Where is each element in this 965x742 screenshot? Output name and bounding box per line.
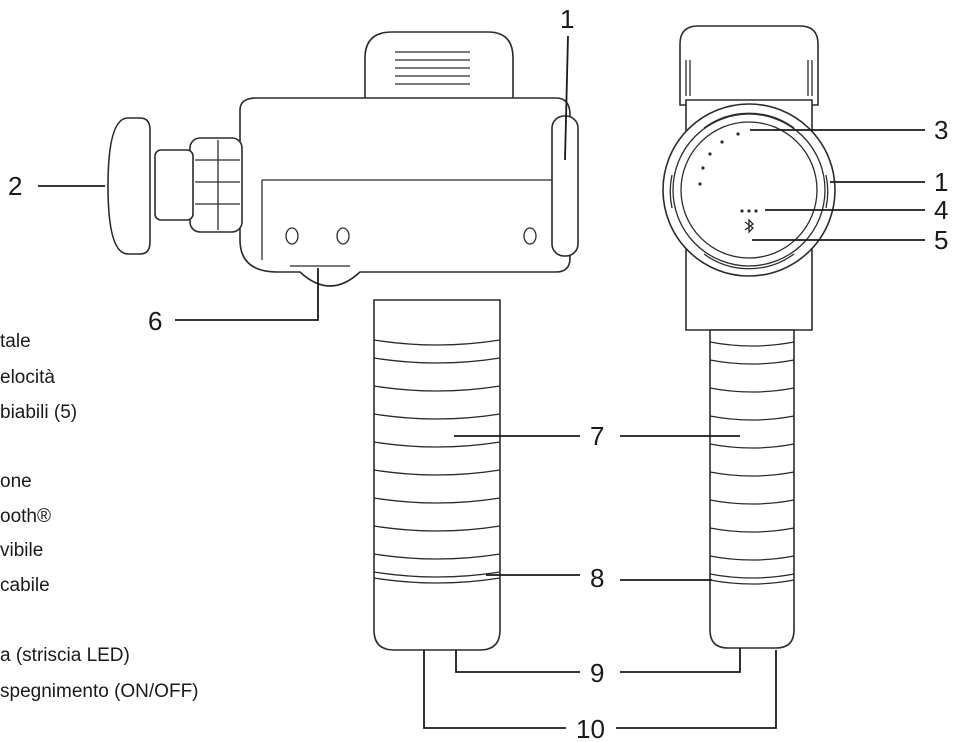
legend-item-2: elocità <box>0 367 55 388</box>
legend-item-9: spegnimento (ON/OFF) <box>0 681 199 702</box>
callout-9: 9 <box>590 658 604 688</box>
callout-5: 5 <box>934 225 948 255</box>
callout-numbers: 1 2 3 1 4 5 6 7 8 9 10 <box>8 4 948 742</box>
leader-lines <box>38 35 925 729</box>
legend-list: tale elocità biabili (5) one ooth® vibil… <box>0 331 199 702</box>
callout-4: 4 <box>934 195 948 225</box>
callout-3: 3 <box>934 115 948 145</box>
callout-10: 10 <box>576 714 605 742</box>
legend-item-3: biabili (5) <box>0 402 77 423</box>
legend-item-7: cabile <box>0 575 50 596</box>
callout-1-right: 1 <box>934 167 948 197</box>
legend-item-5: ooth® <box>0 506 51 527</box>
callout-2: 2 <box>8 171 22 201</box>
legend-item-8: a (striscia LED) <box>0 645 130 666</box>
rear-view-illustration <box>662 25 836 649</box>
callout-7: 7 <box>590 421 604 451</box>
callout-8: 8 <box>590 563 604 593</box>
side-view-illustration <box>107 31 579 651</box>
legend-item-1: tale <box>0 331 31 352</box>
callout-1-top: 1 <box>560 4 574 34</box>
legend-item-6: vibile <box>0 540 43 561</box>
callout-6: 6 <box>148 306 162 336</box>
legend-item-4: one <box>0 471 32 492</box>
